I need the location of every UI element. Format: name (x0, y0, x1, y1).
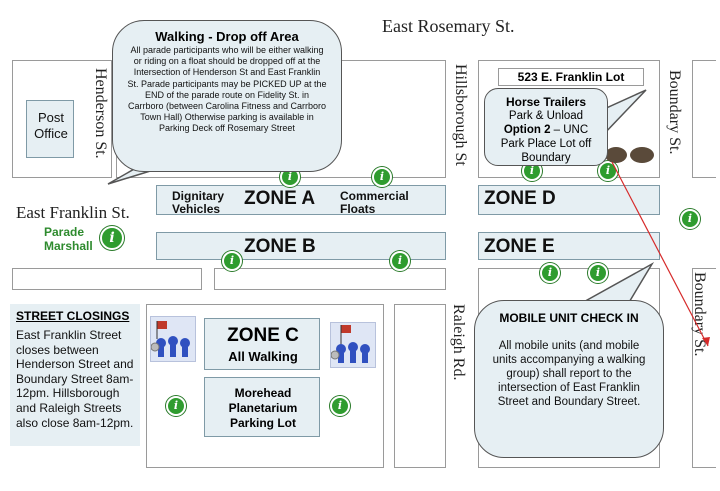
horse-bubble-option-rest: – UNC Park Place Lot off Boundary (500, 124, 592, 164)
planetarium-lot: Morehead Planetarium Parking Lot (204, 377, 320, 437)
post-office-label: Post Office (34, 110, 68, 141)
zone-a-label: ZONE A (244, 188, 316, 209)
mobile-bubble-body: All mobile units (and mobile units accom… (492, 340, 646, 408)
info-icon[interactable]: i (372, 167, 392, 187)
mobile-unit-bubble: MOBILE UNIT CHECK IN All mobile units (a… (474, 300, 664, 458)
street-raleigh: Raleigh Rd. (450, 304, 467, 381)
walking-bubble-title: Walking - Drop off Area (155, 29, 299, 44)
block-mid-left (12, 268, 202, 290)
zone-d-label: ZONE D (484, 188, 556, 209)
parade-marshall-label: Parade Marshall (44, 225, 93, 253)
zone-c: ZONE C All Walking (204, 318, 320, 370)
street-closings-box: STREET CLOSINGS East Franklin Street clo… (10, 304, 140, 446)
horse-icon (605, 147, 627, 163)
block-mid-center (214, 268, 446, 290)
zone-a-commercial-label: Commercial Floats (340, 189, 409, 216)
info-icon[interactable]: i (540, 263, 560, 283)
zone-c-label: ZONE C (227, 325, 299, 346)
post-office-building: Post Office (26, 100, 74, 158)
horse-bubble-option-bold: Option 2 (503, 124, 551, 136)
street-hillsborough: Hillsborough St (452, 64, 469, 166)
horse-bubble-title: Horse Trailers (505, 95, 587, 109)
block-far-northeast (692, 60, 716, 178)
parade-crowd-icon (150, 316, 196, 362)
info-icon[interactable]: i (390, 251, 410, 271)
zone-b-label: ZONE B (244, 236, 316, 257)
zone-a-dignitary-label: Dignitary Vehicles (172, 189, 225, 216)
street-east-franklin: East Franklin St. (16, 203, 130, 222)
planetarium-lot-label: Morehead Planetarium Parking Lot (228, 386, 298, 430)
street-closings-body: East Franklin Street closes between Hend… (16, 328, 134, 430)
horse-bubble-line1: Park & Unload (508, 110, 584, 122)
block-south-east (394, 304, 446, 468)
horse-trailers-bubble: Horse Trailers Park & Unload Option 2 – … (484, 88, 608, 166)
street-henderson: Henderson St. (92, 68, 109, 159)
street-boundary-top: Boundary St. (666, 70, 683, 155)
street-boundary-bottom: Boundary St. (691, 272, 708, 357)
street-east-rosemary: East Rosemary St. (382, 16, 515, 36)
zone-e-label: ZONE E (484, 236, 555, 257)
mobile-bubble-title: MOBILE UNIT CHECK IN (499, 311, 639, 325)
info-icon[interactable]: i (588, 263, 608, 283)
info-icon[interactable]: i (680, 209, 700, 229)
info-icon[interactable]: i (330, 396, 350, 416)
horse-icon (630, 147, 654, 163)
walking-dropoff-bubble: Walking - Drop off Area All parade parti… (112, 20, 342, 172)
parade-crowd-icon (330, 322, 376, 368)
parade-marshall-info-icon[interactable]: i (100, 226, 124, 250)
horse-bubble-option: Option 2 – UNC Park Place Lot off Bounda… (493, 123, 599, 165)
zone-a (156, 185, 446, 215)
lot-523-label: 523 E. Franklin Lot (498, 68, 644, 86)
info-icon[interactable]: i (222, 251, 242, 271)
info-icon[interactable]: i (166, 396, 186, 416)
walking-bubble-body: All parade participants who will be eith… (127, 45, 327, 134)
street-closings-title: STREET CLOSINGS (16, 309, 130, 323)
zone-c-sublabel: All Walking (228, 349, 298, 364)
